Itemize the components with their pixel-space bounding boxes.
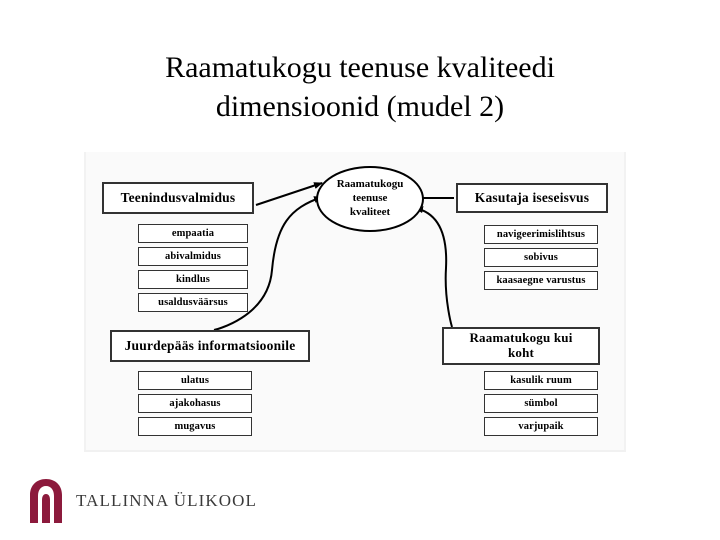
panel-edge-right bbox=[624, 152, 626, 452]
node-juurdepaas-informatsioonile[interactable]: Juurdepääs informatsioonile bbox=[110, 330, 310, 362]
sub-node-navigeerimislihtsus[interactable]: navigeerimislihtsus bbox=[484, 225, 598, 244]
sub-node-kaasaegne-varustus[interactable]: kaasaegne varustus bbox=[484, 271, 598, 290]
node-raamatukogu-kui-koht[interactable]: Raamatukogu kui koht bbox=[442, 327, 600, 365]
sub-node-ulatus[interactable]: ulatus bbox=[138, 371, 252, 390]
sub-node-abivalmidus[interactable]: abivalmidus bbox=[138, 247, 248, 266]
title-line-1: Raamatukogu teenuse kvaliteedi bbox=[165, 51, 555, 84]
panel-edge-left bbox=[84, 152, 86, 452]
node-center-raamatukogu-teenuse-kvaliteet[interactable]: Raamatukogu teenuse kvaliteet bbox=[316, 166, 424, 232]
title-line-2: dimensioonid (mudel 2) bbox=[215, 90, 505, 123]
connector-raamatukogu-kui-koht bbox=[414, 206, 453, 328]
node-teenindusvalmidus[interactable]: Teenindusvalmidus bbox=[102, 182, 254, 214]
sub-node-usaldusvaarsus[interactable]: usaldusväärsus bbox=[138, 293, 248, 312]
sub-node-sumbol[interactable]: sümbol bbox=[484, 394, 598, 413]
logo-text: TALLINNA ÜLIKOOL bbox=[76, 491, 258, 510]
panel-edge-bottom bbox=[84, 450, 626, 452]
sub-node-varjupaik[interactable]: varjupaik bbox=[484, 417, 598, 436]
sub-node-ajakohasus[interactable]: ajakohasus bbox=[138, 394, 252, 413]
sub-node-empaatia[interactable]: empaatia bbox=[138, 224, 248, 243]
arch-logo-icon bbox=[30, 479, 62, 523]
node-label-line-1: Raamatukogu kui bbox=[469, 330, 573, 346]
sub-node-sobivus[interactable]: sobivus bbox=[484, 248, 598, 267]
page-title: Raamatukogu teenuse kvaliteedi dimensioo… bbox=[60, 48, 660, 126]
sub-node-mugavus[interactable]: mugavus bbox=[138, 417, 252, 436]
node-label-line-2: koht bbox=[507, 345, 535, 360]
center-label-line-2: teenuse bbox=[352, 192, 388, 205]
node-kasutaja-iseseisvus[interactable]: Kasutaja iseseisvus bbox=[456, 183, 608, 213]
tallinn-university-logo: TALLINNA ÜLIKOOL bbox=[28, 478, 257, 524]
connector-juurdepaas bbox=[213, 196, 323, 331]
connector-teenindusvalmidus bbox=[255, 182, 323, 206]
sub-node-kasulik-ruum[interactable]: kasulik ruum bbox=[484, 371, 598, 390]
center-label-line-3: kvaliteet bbox=[349, 205, 391, 218]
sub-node-kindlus[interactable]: kindlus bbox=[138, 270, 248, 289]
center-label-line-1: Raamatukogu bbox=[336, 178, 404, 191]
